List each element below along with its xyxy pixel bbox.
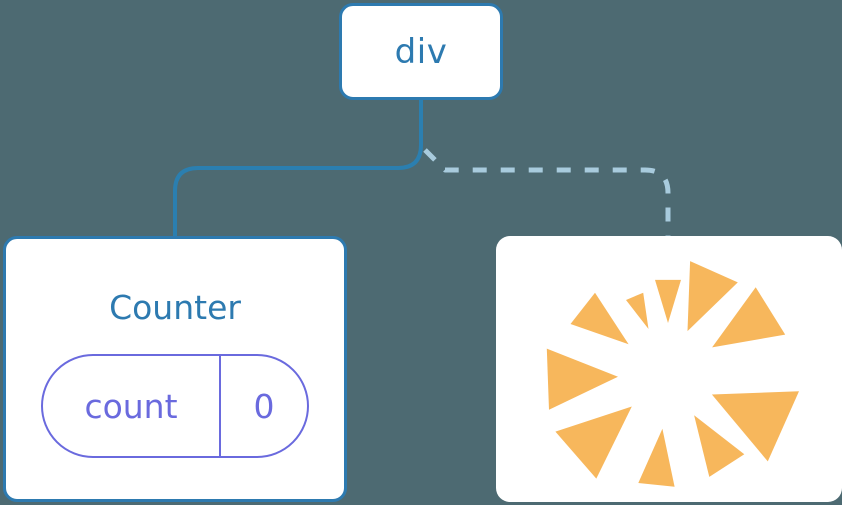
starburst-ray-1 <box>687 261 738 332</box>
state-pill-key-cell: count <box>43 356 221 456</box>
edge-div-to-counter <box>173 98 423 240</box>
starburst-ray-9 <box>711 391 799 462</box>
starburst-ray-4 <box>570 292 629 345</box>
starburst-icon <box>546 261 799 487</box>
starburst-ray-7 <box>638 428 675 487</box>
starburst-ray-6 <box>555 406 632 479</box>
edge-div-to-sparkle <box>423 148 671 238</box>
div-node-label: div <box>394 31 448 72</box>
state-pill-value-cell: 0 <box>221 356 307 456</box>
div-node[interactable]: div <box>339 3 503 100</box>
counter-node-label: Counter <box>109 288 241 327</box>
sparkle-node[interactable] <box>496 236 842 502</box>
starburst-ray-10 <box>712 287 786 348</box>
counter-node[interactable]: Counter count 0 <box>3 236 347 502</box>
state-pill-value: 0 <box>253 386 275 426</box>
state-pill-key: count <box>84 386 178 426</box>
starburst-ray-3 <box>626 292 649 329</box>
state-pill[interactable]: count 0 <box>41 354 309 458</box>
starburst-ray-8 <box>694 415 745 477</box>
starburst-ray-5 <box>546 348 618 410</box>
starburst-ray-2 <box>655 279 681 323</box>
